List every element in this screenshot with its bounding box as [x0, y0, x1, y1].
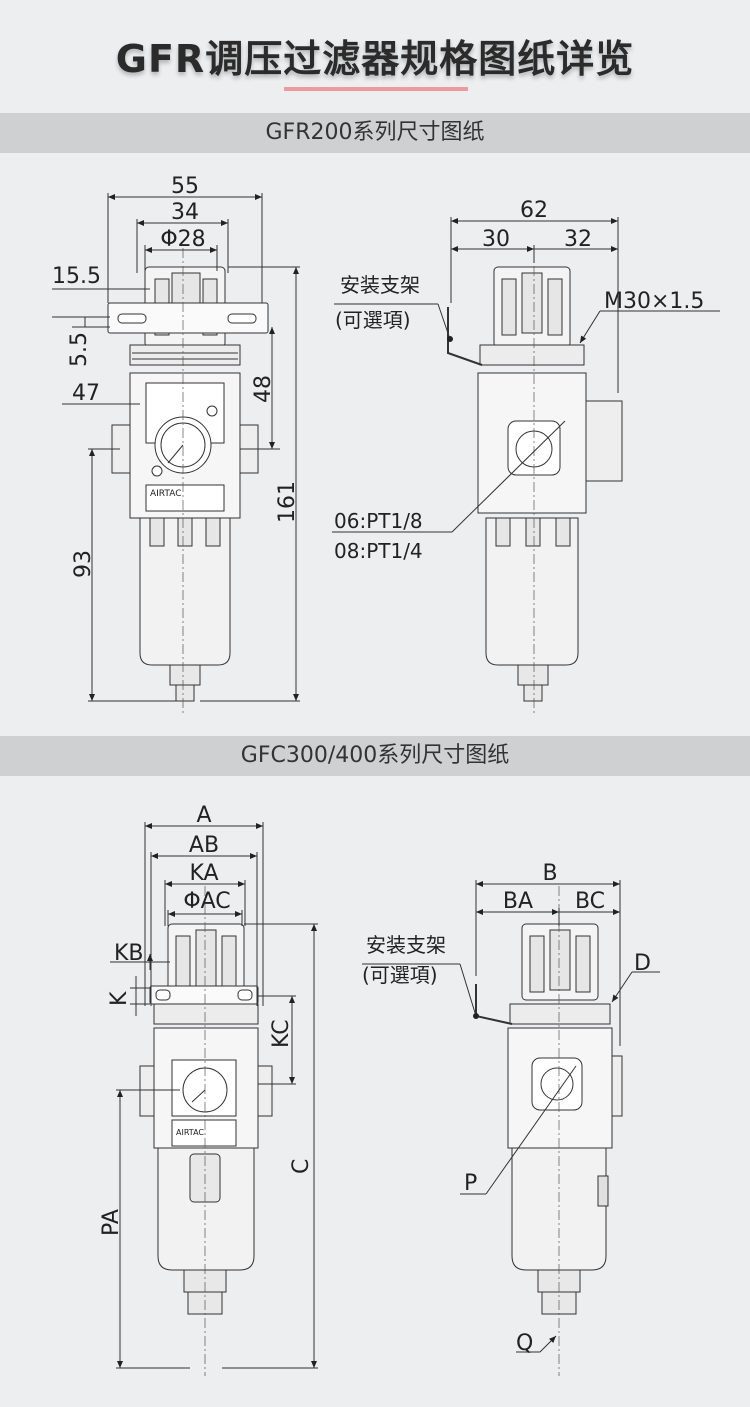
dim-Q: Q	[516, 1331, 533, 1356]
gfc300-brand-label: AIRTAC	[176, 1128, 204, 1137]
title-underline	[284, 87, 468, 91]
dim-93: 93	[71, 550, 96, 578]
dim-161: 161	[275, 481, 300, 523]
section-header-gfc300: GFC300/400系列尺寸图纸	[0, 736, 750, 776]
dim-KC: KC	[269, 1019, 294, 1048]
dim-62: 62	[520, 198, 548, 223]
dim-K: K	[107, 991, 132, 1006]
dim-AC: ΦAC	[183, 889, 230, 914]
thread-spec: M30×1.5	[604, 289, 704, 314]
gfr200-brand-label: AIRTAC	[150, 489, 182, 499]
dim-AB: AB	[189, 833, 219, 858]
section-heading-gfc300: GFC300/400系列尺寸图纸	[240, 743, 510, 768]
dim-KA: KA	[189, 861, 218, 886]
dim-34: 34	[171, 200, 199, 225]
page-title: GFR调压过滤器规格图纸详览	[115, 37, 635, 81]
dim-KB: KB	[114, 941, 144, 966]
dim-C: C	[289, 1159, 314, 1174]
gfc-bracket-label: 安装支架	[366, 933, 446, 957]
dim-B: B	[542, 861, 557, 886]
section-header-gfr200: GFR200系列尺寸图纸	[0, 113, 750, 153]
bracket-optional: (可選項)	[335, 308, 411, 332]
gfc-bracket-optional: (可選項)	[362, 963, 438, 987]
dim-5-5: 5.5	[67, 332, 92, 367]
dim-BC: BC	[575, 889, 605, 914]
dim-phi28: Φ28	[160, 227, 205, 252]
gfr200-drawing: AIRTAC 55 34 Φ28 15.5 5.5 47 48 161 93	[52, 174, 720, 713]
dim-15-5: 15.5	[52, 264, 101, 289]
gfc300-drawing: AIRTAC A AB KA ΦAC KB K KC C PA	[99, 803, 660, 1376]
section-heading-gfr200: GFR200系列尺寸图纸	[265, 120, 485, 145]
bracket-label: 安装支架	[340, 273, 420, 297]
dim-32: 32	[564, 227, 592, 252]
dim-A: A	[196, 803, 211, 828]
dim-P: P	[464, 1171, 477, 1196]
dim-47: 47	[72, 381, 100, 406]
port-spec-08: 08:PT1/4	[334, 539, 423, 563]
port-spec-06: 06:PT1/8	[334, 509, 423, 533]
dim-48: 48	[251, 375, 276, 403]
dim-30: 30	[482, 227, 510, 252]
dim-PA: PA	[99, 1209, 124, 1236]
dim-D: D	[634, 951, 651, 976]
dim-55: 55	[171, 174, 199, 199]
dim-BA: BA	[503, 889, 533, 914]
